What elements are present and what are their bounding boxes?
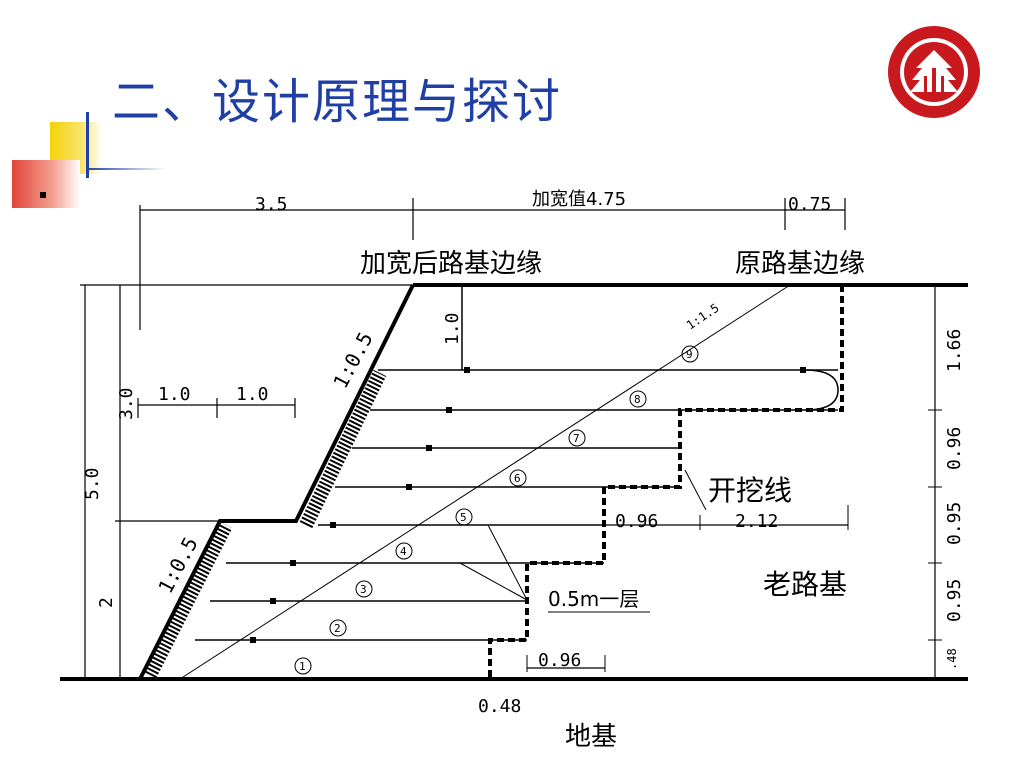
layer-4: 4 bbox=[400, 545, 407, 558]
label-widened-edge: 加宽后路基边缘 bbox=[360, 249, 542, 279]
dim-top-mid: 加宽值4.75 bbox=[532, 189, 626, 210]
anchor-dots bbox=[250, 367, 806, 643]
label-excavation: 开挖线 bbox=[708, 474, 792, 507]
dim-left-lower: 2 bbox=[96, 597, 117, 608]
layer-8: 8 bbox=[634, 393, 641, 406]
layer-3: 3 bbox=[360, 583, 367, 596]
wrap-end-curve bbox=[804, 369, 839, 411]
dim-top-right: 0.75 bbox=[788, 194, 831, 215]
title-decoration-underline bbox=[86, 168, 166, 170]
title-decoration-red bbox=[12, 160, 80, 208]
dim-step-w1: 0.96 bbox=[615, 511, 658, 532]
wrap-coils-lower bbox=[143, 521, 233, 679]
dim-step-w2: 2.12 bbox=[735, 511, 778, 532]
layer-6: 6 bbox=[514, 472, 521, 485]
dim-inner-a: 1.0 bbox=[158, 384, 191, 405]
widened-slope-outline bbox=[138, 284, 415, 680]
label-foundation: 地基 bbox=[565, 722, 617, 752]
slope-lower-label: 1:0.5 bbox=[153, 533, 202, 597]
dim-bottom: 0.48 bbox=[478, 696, 521, 717]
dim-step-w3: 0.96 bbox=[538, 650, 581, 671]
dim-right-1: 1.66 bbox=[944, 329, 965, 372]
dim-right-5: .48 bbox=[945, 648, 959, 670]
layer-2: 2 bbox=[334, 622, 341, 635]
bullet-marker bbox=[40, 192, 46, 198]
dim-right-2: 0.96 bbox=[944, 427, 965, 470]
dim-right-3: 0.95 bbox=[944, 502, 965, 545]
wrap-coils-upper bbox=[299, 369, 387, 529]
label-layer: 0.5m一层 bbox=[548, 587, 639, 611]
label-original-edge: 原路基边缘 bbox=[735, 249, 865, 279]
label-old-subgrade: 老路基 bbox=[763, 568, 847, 601]
dim-inner-b: 1.0 bbox=[236, 384, 269, 405]
university-logo bbox=[886, 24, 982, 120]
dim-top-left: 3.5 bbox=[255, 194, 288, 215]
dim-right-4: 0.95 bbox=[944, 579, 965, 622]
dim-step-top: 1.0 bbox=[442, 312, 463, 345]
slope-diagonal bbox=[179, 284, 791, 680]
title-decoration-line bbox=[86, 112, 89, 178]
layer-5: 5 bbox=[460, 511, 467, 524]
dim-left-upper: 3.0 bbox=[116, 387, 137, 420]
layer-9: 9 bbox=[686, 348, 693, 361]
slide-title: 二、设计原理与探讨 bbox=[112, 74, 563, 130]
slope-diagonal-label: 1:1.5 bbox=[684, 301, 722, 333]
layer-7: 7 bbox=[573, 432, 580, 445]
layer-1: 1 bbox=[299, 660, 306, 673]
dim-left-total: 5.0 bbox=[82, 467, 103, 500]
layer-markers: 1 2 3 4 5 6 7 8 9 bbox=[294, 345, 699, 675]
